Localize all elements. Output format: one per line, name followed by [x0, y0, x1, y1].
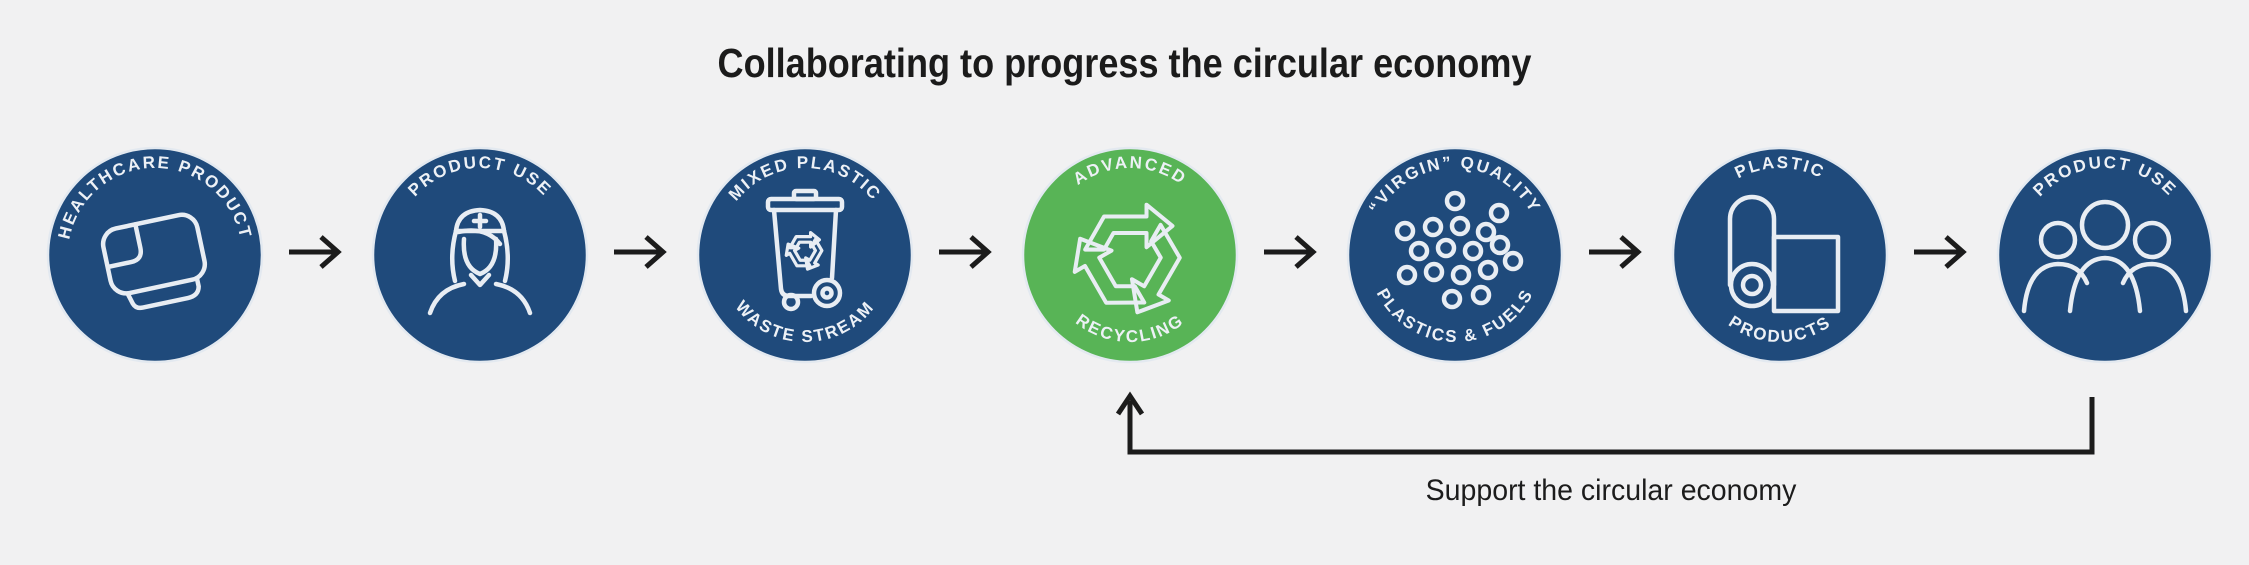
feedback-loop-label: Support the circular economy [1425, 474, 1797, 507]
diagram-title: Collaborating to progress the circular e… [717, 40, 1532, 86]
right-arrow-icon [1914, 235, 1967, 269]
stage-circle [371, 146, 589, 364]
stage-advanced-recycling: ADVANCED RECYCLING [1020, 145, 1240, 365]
right-arrow-icon [289, 235, 342, 269]
stage-product-use-consumers: PRODUCT USE [1995, 145, 2215, 365]
stage-circle [1996, 146, 2214, 364]
right-arrow-icon [1264, 235, 1317, 269]
wound-dressing-icon [100, 212, 208, 311]
stage-plastic-products: PLASTIC PRODUCTS [1670, 145, 1890, 365]
recycling-bin-icon [765, 188, 845, 312]
right-arrow-icon [1589, 235, 1642, 269]
nurse-icon [427, 207, 533, 316]
stage-circle [1346, 146, 1564, 364]
plastic-pellets-icon [1394, 190, 1524, 310]
film-roll-icon [1727, 194, 1841, 314]
stage-circle [1021, 146, 1239, 364]
right-arrow-icon [614, 235, 667, 269]
right-arrow-icon [939, 235, 992, 269]
stage-product-use-nurse: PRODUCT USE [370, 145, 590, 365]
stage-circle [1671, 146, 1889, 364]
up-arrow-elbow-icon [1115, 391, 2095, 455]
people-group-icon [2021, 199, 2189, 314]
stage-mixed-plastic-waste-stream: MIXED PLASTIC WASTE STREAM [695, 145, 915, 365]
stage-circle [46, 146, 264, 364]
stage-circle [696, 146, 914, 364]
stage-virgin-quality-plastics-fuels: “VIRGIN” QUALITY PLASTICS & FUELS [1345, 145, 1565, 365]
stage-healthcare-product: HEALTHCARE PRODUCT [45, 145, 265, 365]
